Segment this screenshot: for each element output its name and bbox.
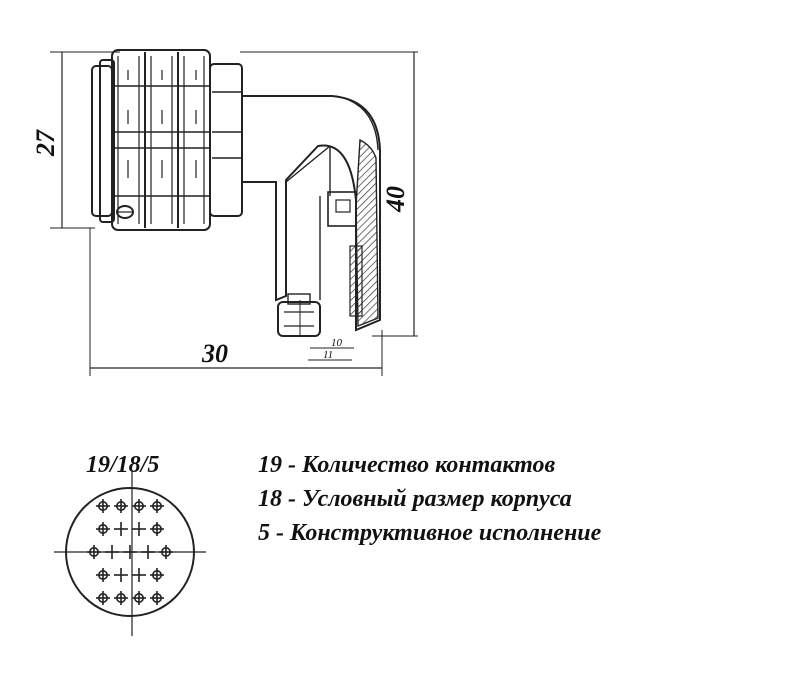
dimension-label-40: 40 (381, 186, 410, 213)
contact-pin (150, 568, 164, 582)
contact-pin (132, 591, 146, 605)
pin-array (87, 499, 173, 605)
lock-screw (116, 205, 134, 219)
coupling-nut (111, 49, 211, 231)
contact-pin (132, 499, 146, 513)
dimension-label-30: 30 (201, 339, 228, 368)
contact-pin (141, 545, 155, 559)
hatched-insert (349, 245, 363, 317)
contact-pin (150, 499, 164, 513)
contact-pin (96, 591, 110, 605)
clamp-block (327, 191, 357, 227)
contact-pin (96, 499, 110, 513)
clamp-step (335, 199, 351, 213)
contact-pin (96, 568, 110, 582)
designation-legend: 19 - Количество контактов 18 - Условный … (258, 448, 601, 550)
contact-pin (132, 568, 146, 582)
contact-pin (123, 545, 137, 559)
dimension-label-11: 11 (323, 349, 333, 361)
designation-label: 19/18/5 (86, 452, 159, 478)
rear-flange-lip (99, 59, 115, 223)
contact-pin (96, 522, 110, 536)
gland-neck (287, 293, 311, 305)
nut-grooves (112, 85, 210, 197)
nut-groove-notches (127, 70, 197, 178)
contact-pin (105, 545, 119, 559)
contact-pin (114, 591, 128, 605)
gland-nut (277, 301, 321, 337)
contact-pin (114, 522, 128, 536)
contact-pin (114, 499, 128, 513)
contact-pin (150, 591, 164, 605)
contact-pin (87, 545, 101, 559)
contact-pin (159, 545, 173, 559)
legend-item-version: 5 - Конструктивное исполнение (258, 520, 602, 546)
collar (209, 63, 243, 217)
legend-item-contacts: 19 - Количество контактов (258, 452, 556, 478)
side-view (50, 49, 418, 376)
pinout-outline (65, 487, 195, 617)
legend-item-size: 18 - Условный размер корпуса (258, 486, 572, 512)
contact-pin (132, 522, 146, 536)
contact-pin (150, 522, 164, 536)
elbow-outer-curve (335, 95, 379, 151)
rear-flange (91, 65, 113, 217)
dimension-label-27: 27 (31, 129, 60, 157)
elbow-inner-line (285, 145, 331, 300)
pinout-face (54, 470, 206, 636)
dimension-label-10: 10 (331, 337, 343, 349)
nut-ribs (144, 52, 179, 228)
contact-pin (114, 568, 128, 582)
nut-rib-edges (117, 56, 205, 224)
